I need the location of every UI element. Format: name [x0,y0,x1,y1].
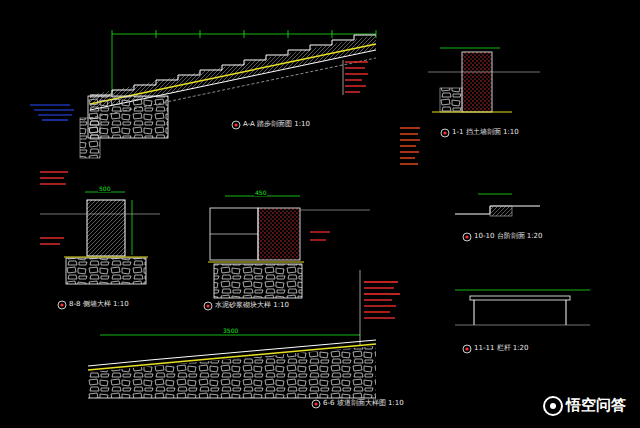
section-symbol [312,400,320,408]
callout-bars [345,62,368,92]
rubble-base [214,264,302,298]
callout-bars [400,128,420,164]
leader-line [343,60,344,95]
section-symbol [58,301,66,309]
wall-section [462,52,492,112]
section-symbol [463,345,471,353]
mortar-layer [64,256,148,257]
section-symbol-dot [206,304,209,307]
mortar-layer [208,261,304,262]
section-symbol-dot [465,235,468,238]
view-title: 1-1 挡土墙剖面 1:10 [452,129,519,136]
view-title: 11-11 栏杆 1:20 [474,345,529,352]
watermark: 悟空问答 [566,398,626,413]
dimension-line [440,48,500,49]
section-symbol [232,121,240,129]
dimension-text: 3500 [222,328,239,334]
water-symbol [30,105,74,120]
section-symbol-dot [60,303,63,306]
joint-line [210,234,258,235]
ramp-surface [88,340,376,366]
block-section [258,208,300,260]
dimension-line [478,194,512,195]
ground-line [40,214,160,215]
view-title: A-A 踏步剖面图 1:10 [243,121,310,128]
dimension-line [455,290,590,291]
ground-line [300,210,370,211]
section-symbol [463,233,471,241]
ground-line [455,325,590,326]
stair-profile [90,35,376,95]
section-symbol-dot [314,402,317,405]
mortar-layer [90,44,376,104]
watermark-logo [544,397,562,415]
step-block [490,206,512,216]
dimension-line [132,200,133,255]
dimension-line [100,335,360,336]
railing-post [474,300,475,325]
mortar-layer [432,111,512,112]
section-symbol [441,129,449,137]
callout-bars [40,172,68,244]
rubble-wall [80,118,100,158]
watermark-logo-dot [550,403,556,409]
dimension-text: 450 [254,190,267,196]
base-line [88,398,376,399]
dimension-text: 500 [98,186,111,192]
section-symbol-dot [234,123,237,126]
section-symbol [204,302,212,310]
view-title: 10-10 台阶剖面 1:20 [474,233,543,240]
callout-bars [310,232,330,240]
view-title: 水泥砂浆砌块大样 1:10 [215,302,289,309]
callout-bars [364,282,400,318]
block-section [210,208,258,260]
rubble-base [66,258,146,284]
wall-section [87,200,125,256]
rubble-base [88,346,376,398]
ground-line [428,72,540,73]
mortar-layer [88,344,376,370]
railing-post [566,300,567,325]
view-title: 6-6 坡道剖面大样图 1:10 [323,400,404,407]
view-title: 8-8 侧墙大样 1:10 [69,301,129,308]
leader-line [360,270,361,345]
section-symbol-dot [443,131,446,134]
railing-bar [470,296,570,300]
rubble-base [440,88,462,112]
section-symbol-dot [465,347,468,350]
